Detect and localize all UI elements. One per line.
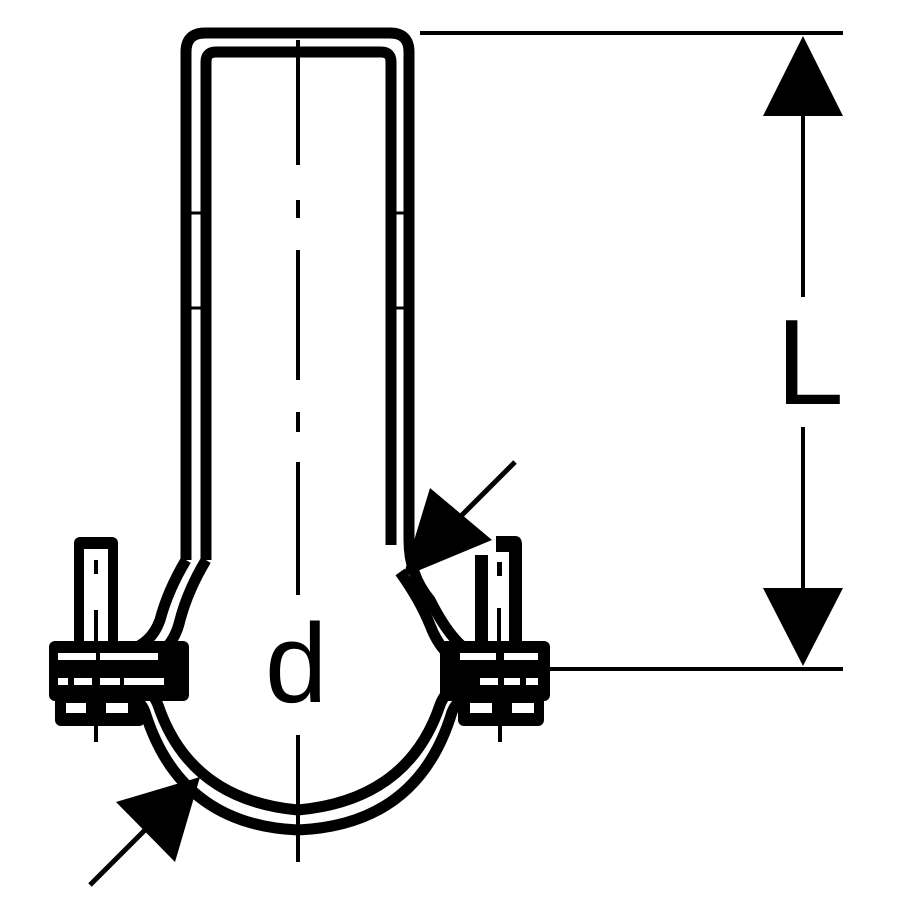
length-label: L — [776, 294, 844, 430]
dimension-d-arrows — [88, 460, 517, 887]
arrowhead-up-icon — [763, 36, 843, 116]
arrow-diameter-left-icon — [116, 777, 200, 862]
diameter-label: d — [265, 601, 328, 726]
arrow-diameter-right-icon — [403, 488, 492, 577]
right-bolt-assembly — [440, 536, 550, 742]
strap-outer-line — [180, 27, 474, 657]
dimension-L — [420, 31, 843, 671]
left-bolt-assembly — [49, 537, 189, 742]
strap-segment-ticks — [191, 211, 404, 310]
arrowhead-down-icon — [763, 588, 843, 666]
